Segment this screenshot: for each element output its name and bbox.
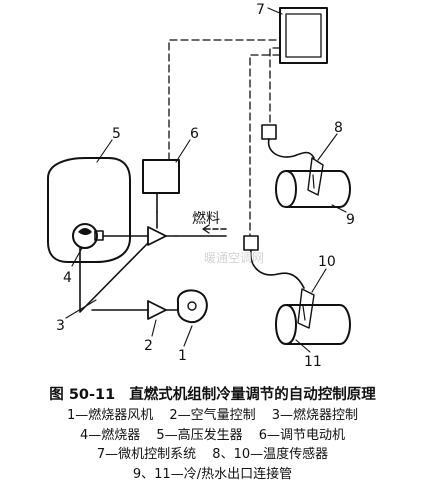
leader-10 xyxy=(311,268,327,293)
control-line-sensor-10 xyxy=(249,54,281,237)
leader-5 xyxy=(96,139,113,163)
sensor-8-junction xyxy=(261,124,277,140)
sensor-10-probe xyxy=(297,288,315,329)
leader-4 xyxy=(71,247,83,267)
legend-line-4: 9、11—冷/热水出口连接管 xyxy=(0,465,425,485)
legend-item: 9、11—冷/热水出口连接管 xyxy=(132,466,293,482)
label-6: 6 xyxy=(190,126,199,142)
outlet-pipe-11 xyxy=(275,304,351,345)
legend-item: 7—微机控制系统 xyxy=(96,447,197,462)
label-10: 10 xyxy=(318,254,336,270)
microcomputer-box xyxy=(279,7,328,64)
label-7: 7 xyxy=(256,2,265,18)
diagram-svg: 暖通空调网 1 2 3 4 5 6 7 8 9 10 11 燃料 xyxy=(47,2,355,370)
control-diagram: 暖通空调网 1 2 3 4 5 6 7 8 9 10 11 燃料 xyxy=(47,2,355,370)
legend-item: 1—燃烧器风机 xyxy=(66,408,154,423)
sensor-8-cable xyxy=(267,138,315,159)
legend-line-1: 1—燃烧器风机 2—空气量控制 3—燃烧器控制 xyxy=(0,406,425,426)
regulating-motor xyxy=(142,159,180,194)
valve-linkage xyxy=(79,242,149,313)
control-line-sensor-8 xyxy=(269,47,281,126)
control-line-motor xyxy=(168,39,281,161)
legend-item: 3—燃烧器控制 xyxy=(271,408,359,423)
outlet-pipe-9 xyxy=(275,170,351,208)
leader-1 xyxy=(183,325,193,347)
label-2: 2 xyxy=(144,338,153,354)
label-4: 4 xyxy=(63,270,72,286)
label-8: 8 xyxy=(334,120,343,136)
legend-item: 8、10—温度传感器 xyxy=(212,447,329,462)
label-11: 11 xyxy=(304,354,322,370)
legend-item: 4—燃烧器 xyxy=(79,427,141,443)
legend-item: 6—调节电动机 xyxy=(258,427,346,443)
legend-item: 5—高压发生器 xyxy=(156,427,243,443)
legend-line-2: 4—燃烧器 5—高压发生器 6—调节电动机 xyxy=(0,426,425,446)
figure-title: 直燃式机组制冷量调节的自动控制原理 xyxy=(129,387,376,403)
label-9: 9 xyxy=(346,212,355,228)
label-3: 3 xyxy=(56,318,65,334)
burner-control-valve xyxy=(147,226,167,246)
burner-fan xyxy=(176,289,208,324)
sensor-8-probe xyxy=(307,157,324,196)
watermark: 暖通空调网 xyxy=(204,251,264,265)
burner xyxy=(72,223,98,249)
leader-9 xyxy=(331,204,347,213)
sensor-10-junction xyxy=(243,235,259,251)
legend-line-3: 7—微机控制系统 8、10—温度传感器 xyxy=(0,445,425,465)
figure-label: 图 50-11 xyxy=(49,387,116,403)
leader-3 xyxy=(65,299,97,319)
leader-6 xyxy=(175,139,191,163)
leader-2 xyxy=(151,319,157,337)
microcomputer-screen xyxy=(285,13,322,58)
leader-7 xyxy=(267,7,283,15)
label-5: 5 xyxy=(112,126,121,142)
leader-11 xyxy=(295,339,311,353)
fuel-label: 燃料 xyxy=(192,210,220,227)
legend-item: 2—空气量控制 xyxy=(169,408,256,423)
caption-title-line: 图 50-11 直燃式机组制冷量调节的自动控制原理 xyxy=(0,384,425,406)
high-pressure-generator xyxy=(47,157,131,263)
label-1: 1 xyxy=(178,348,187,364)
leader-8 xyxy=(317,133,338,161)
air-control-damper xyxy=(147,300,167,320)
sensor-10-cable xyxy=(250,249,305,289)
figure-caption: 图 50-11 直燃式机组制冷量调节的自动控制原理 1—燃烧器风机 2—空气量控制… xyxy=(0,384,425,484)
